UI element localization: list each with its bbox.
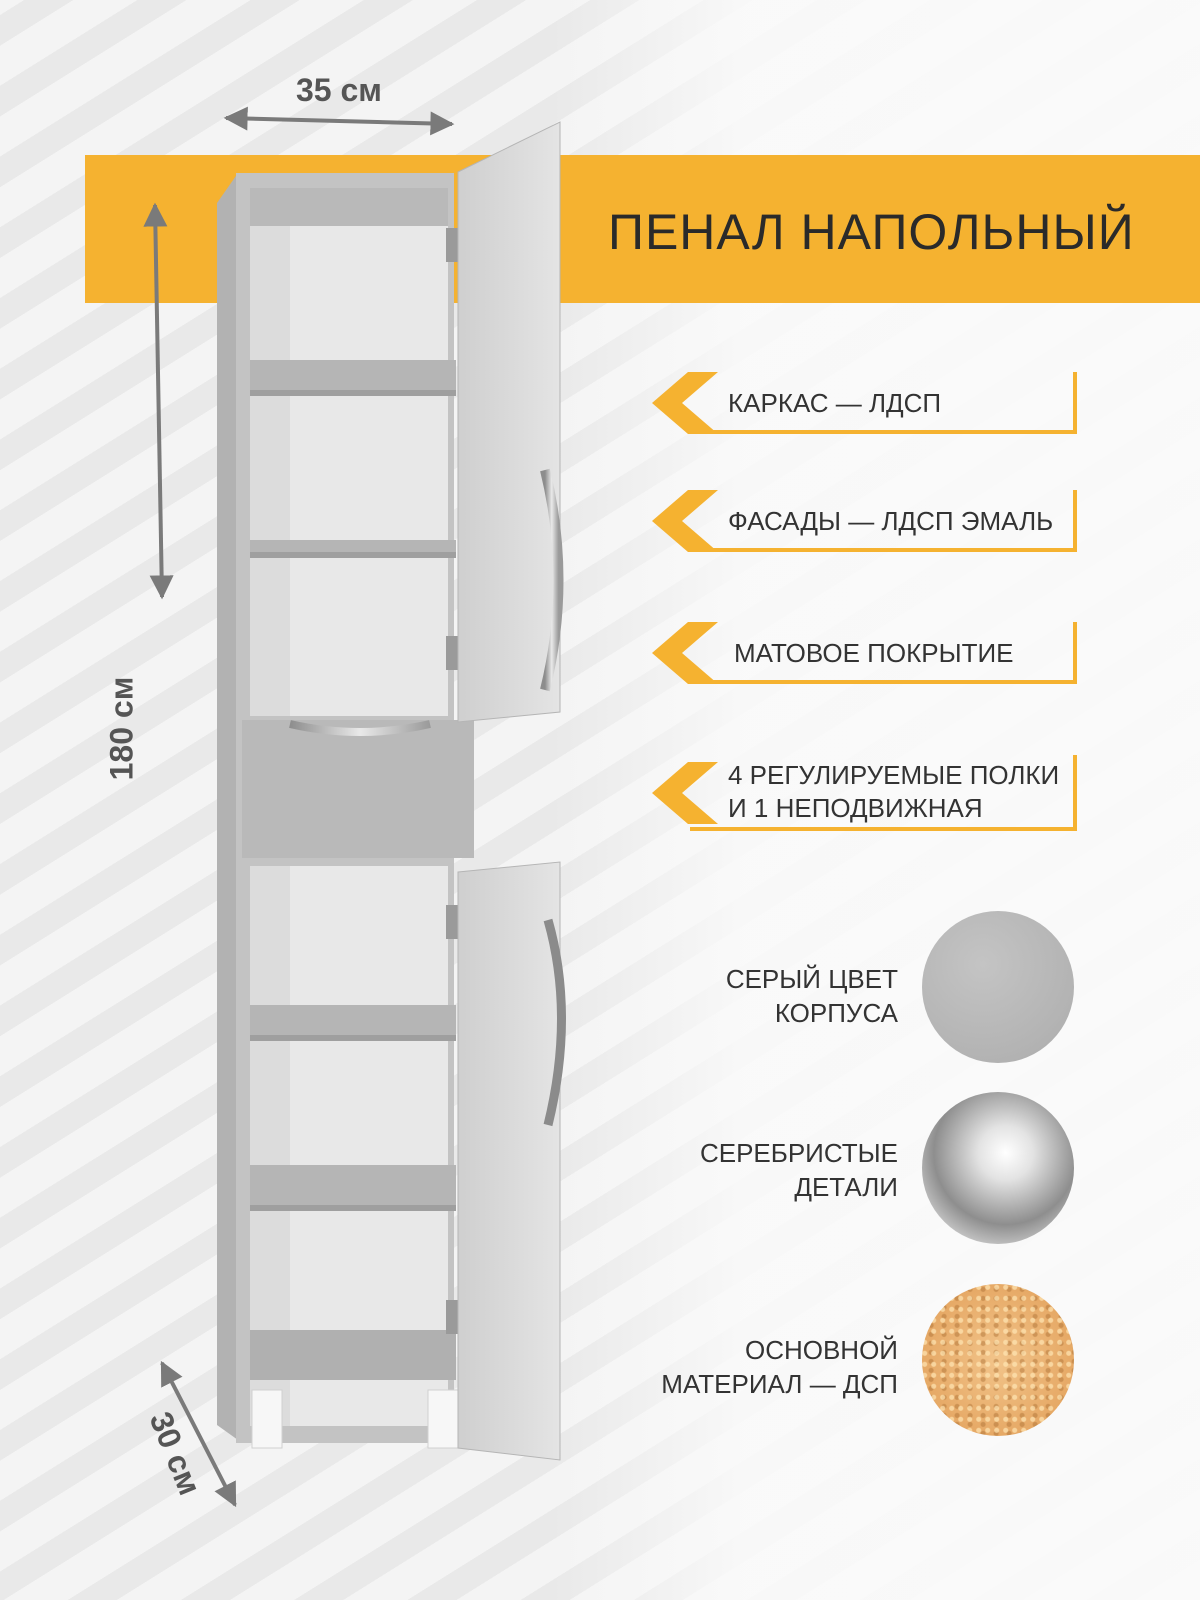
swatch-label-base-material: ОСНОВНОЙ МАТЕРИАЛ — ДСП: [661, 1333, 898, 1401]
lower-door: [457, 861, 561, 1461]
chevron-left-icon: [652, 622, 718, 684]
feature-text: КАРКАС — ЛДСП: [728, 388, 942, 418]
chevron-left-icon: [652, 762, 718, 824]
feature-text-line-2: И 1 НЕПОДВИЖНАЯ: [728, 793, 983, 823]
feature-text: МАТОВОЕ ПОКРЫТИЕ: [734, 638, 1014, 668]
product-title: ПЕНАЛ НАПОЛЬНЫЙ: [608, 204, 1135, 260]
feature-text: ФАСАДЫ — ЛДСП ЭМАЛЬ: [728, 506, 1054, 536]
feature-frame: [690, 490, 1077, 552]
feature-frame: [690, 755, 1077, 831]
swatch-label-silver-parts: СЕРЕБРИСТЫЕ ДЕТАЛИ: [700, 1136, 898, 1204]
upper-door: [457, 121, 561, 723]
cabinet-leg: [251, 1389, 283, 1449]
swatch-label-line-2: ДЕТАЛИ: [794, 1172, 898, 1202]
drawer-handle: [289, 720, 431, 736]
swatch-label-body-color: СЕРЫЙ ЦВЕТ КОРПУСА: [726, 962, 898, 1030]
swatch-label-line-2: МАТЕРИАЛ — ДСП: [661, 1369, 898, 1399]
feature-frame: [690, 622, 1077, 684]
hinge: [446, 636, 460, 670]
gray-color-swatch: [922, 911, 1074, 1063]
swatch-label-line-1: СЕРЕБРИСТЫЕ: [699, 1138, 898, 1168]
width-dimension-arrow: [223, 106, 455, 136]
shelf: [250, 1165, 456, 1211]
silver-color-swatch: [922, 1092, 1074, 1244]
width-label: 35 см: [296, 72, 382, 108]
feature-item: КАРКАС — ЛДСП: [652, 372, 1077, 434]
feature-item: ФАСАДЫ — ЛДСП ЭМАЛЬ: [652, 490, 1077, 552]
feature-text-line-1: 4 РЕГУЛИРУЕМЫЕ ПОЛКИ: [728, 760, 1060, 790]
feature-frame: [690, 372, 1077, 434]
upper-door-handle: [540, 468, 564, 692]
chipboard-material-swatch: [922, 1284, 1074, 1436]
swatch-label-line-1: СЕРЫЙ ЦВЕТ: [725, 964, 898, 994]
hinge: [446, 1300, 460, 1334]
chevron-left-icon: [652, 372, 718, 434]
feature-item: МАТОВОЕ ПОКРЫТИЕ: [652, 622, 1077, 684]
swatch-label-line-1: ОСНОВНОЙ: [744, 1335, 898, 1365]
drawer: [242, 720, 474, 858]
height-dimension-arrow: [143, 202, 174, 600]
bottom-panel: [250, 1330, 456, 1380]
depth-dimension-arrow: [160, 1360, 237, 1508]
height-label: 180 см: [103, 676, 140, 781]
cabinet-side-panel: [217, 173, 238, 1440]
hinge: [446, 228, 460, 262]
swatch-label-line-2: КОРПУСА: [774, 998, 898, 1028]
cabinet-leg: [427, 1389, 459, 1449]
hinge: [446, 905, 460, 939]
feature-item: 4 РЕГУЛИРУЕМЫЕ ПОЛКИ И 1 НЕПОДВИЖНАЯ: [652, 755, 1077, 831]
chevron-left-icon: [652, 490, 718, 552]
lower-door-handle: [543, 918, 566, 1127]
